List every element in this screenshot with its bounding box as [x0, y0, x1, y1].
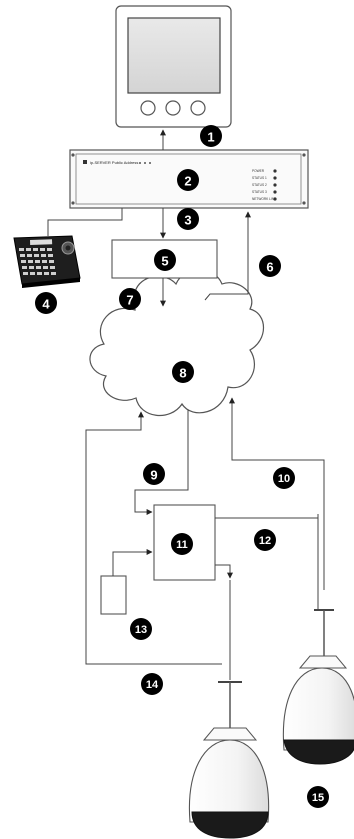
rack-indicator-status-3: STATUS 3 [252, 190, 267, 194]
callout-10: 10 [273, 467, 295, 489]
monitor-device [115, 5, 232, 128]
rack-indicator-power: POWER [252, 169, 265, 173]
cloud-to-rack-line [204, 211, 251, 301]
svg-text:8: 8 [179, 366, 186, 381]
callout-6: 6 [259, 255, 281, 277]
svg-text:9: 9 [150, 468, 157, 483]
pendant-speaker-bottom [188, 681, 270, 839]
svg-text:10: 10 [278, 473, 290, 485]
svg-text:2: 2 [184, 174, 191, 189]
led-icon [273, 176, 277, 180]
callout-8: 8 [172, 361, 194, 383]
svg-text:15: 15 [312, 792, 324, 804]
svg-text:5: 5 [161, 254, 168, 269]
callout-12: 12 [254, 529, 276, 551]
callout-4: 4 [35, 292, 57, 314]
monitor-knob-3 [190, 100, 206, 116]
keypad-to-rack-line [47, 208, 123, 236]
cloud-to-decoder-line [134, 410, 189, 515]
aux-to-decoder-line [112, 549, 153, 576]
callout-14: 14 [141, 673, 163, 695]
monitor-knob-1 [140, 100, 156, 116]
svg-text:4: 4 [42, 297, 50, 312]
led-icon [273, 183, 277, 187]
svg-text:13: 13 [135, 624, 147, 636]
feedback-loop-line [85, 411, 222, 665]
led-icon [273, 169, 277, 173]
rack-title: ip-SERVER Public Address [90, 160, 138, 165]
led-icon [273, 197, 277, 201]
callout-7: 7 [119, 288, 141, 310]
rack-indicator-network: NETWORK LINK [252, 197, 277, 201]
pendant-speaker-right [282, 609, 354, 765]
connection-lines [47, 129, 325, 680]
callout-1: 1 [200, 125, 222, 147]
svg-text:3: 3 [184, 213, 191, 228]
auxiliary-device-box [100, 575, 127, 615]
callout-9: 9 [143, 463, 165, 485]
decoder-to-bottom-speaker-line [215, 564, 233, 579]
callout-5: 5 [154, 249, 176, 271]
led-icon [273, 190, 277, 194]
keypad-control-panel [13, 235, 81, 288]
svg-text:6: 6 [266, 260, 273, 275]
rack-indicator-status-2: STATUS 2 [252, 183, 267, 187]
callout-11: 11 [171, 533, 193, 555]
callout-2: 2 [177, 169, 199, 191]
svg-text:1: 1 [207, 130, 214, 145]
callout-15: 15 [307, 786, 329, 808]
speaker-to-cloud-line [229, 397, 325, 590]
rack-indicator-status-1: STATUS 1 [252, 176, 267, 180]
svg-text:11: 11 [176, 539, 188, 551]
callout-3: 3 [177, 208, 199, 230]
svg-text:7: 7 [126, 293, 133, 308]
network-cloud [89, 269, 264, 417]
svg-text:14: 14 [146, 679, 159, 691]
callout-13: 13 [130, 618, 152, 640]
monitor-knob-2 [165, 100, 181, 116]
svg-text:12: 12 [259, 535, 271, 547]
